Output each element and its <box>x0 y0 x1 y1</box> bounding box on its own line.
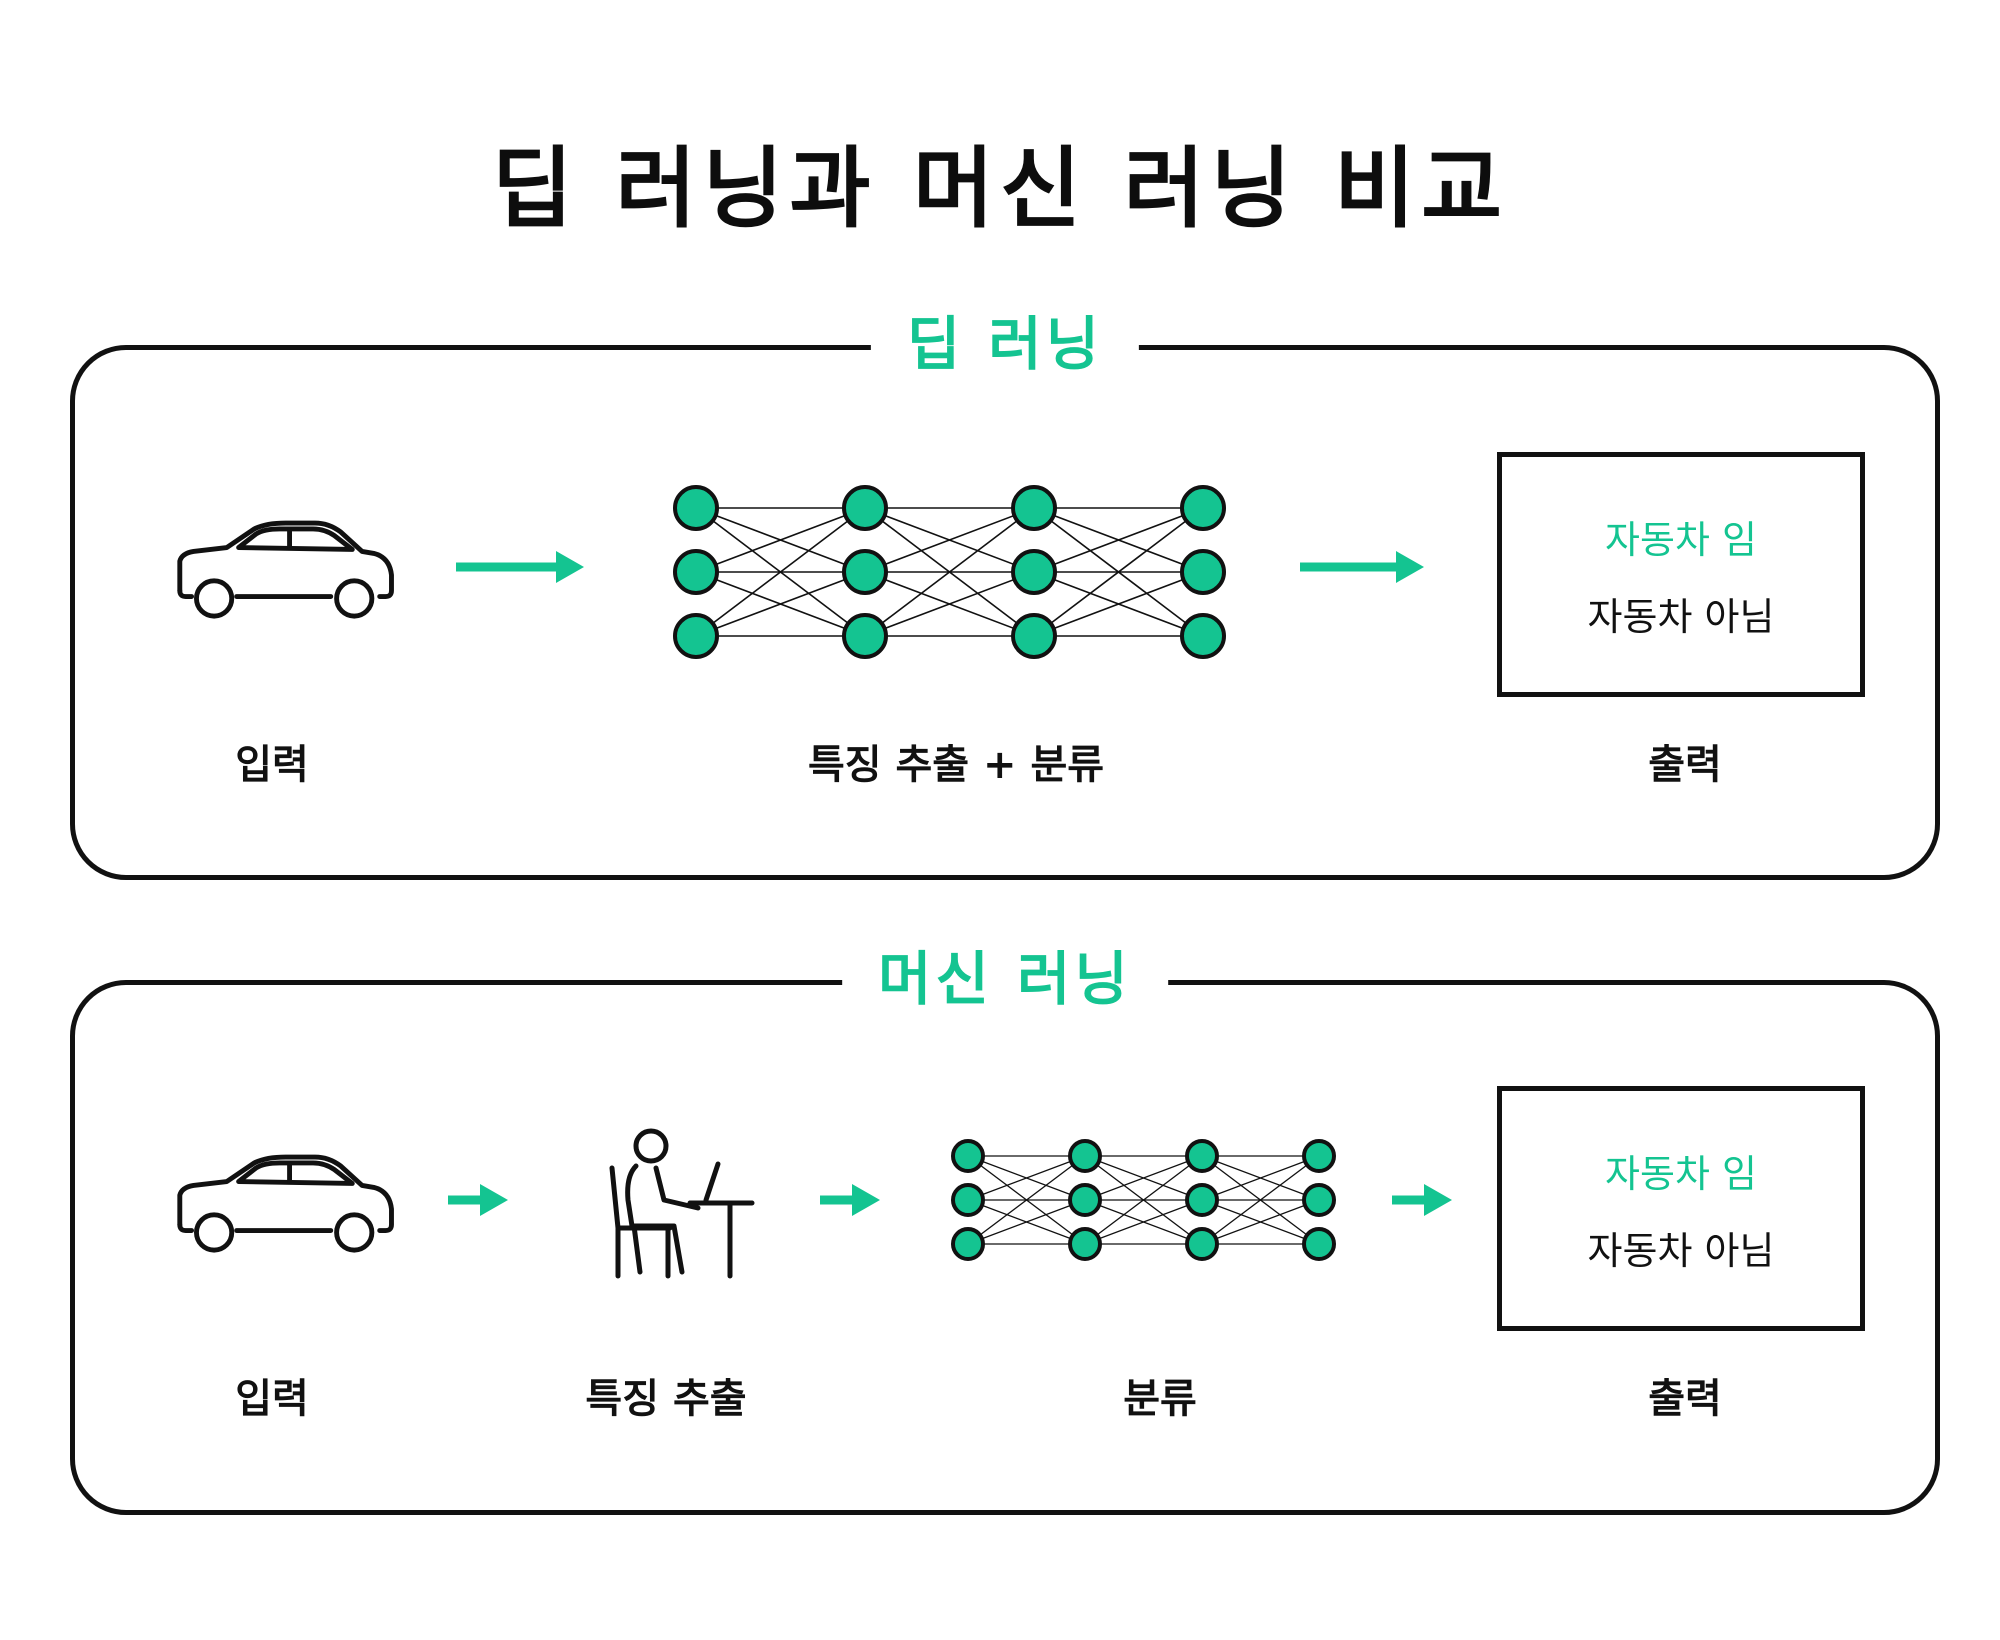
ml-classify-label: 분류 <box>1123 1376 1197 1422</box>
machine-learning-output-box: 자동차 임 자동차 아님 <box>1497 1086 1865 1331</box>
network-connection <box>695 571 866 637</box>
network-connection <box>1201 1155 1320 1201</box>
network-node <box>1185 1139 1219 1173</box>
network-node <box>1068 1183 1102 1217</box>
network-node <box>1180 549 1226 595</box>
network-node <box>673 613 719 659</box>
ml-output-label: 출력 <box>1648 1376 1722 1422</box>
network-node <box>1180 485 1226 531</box>
network-connection <box>967 1155 1086 1201</box>
network-node <box>1185 1183 1219 1217</box>
network-connection <box>1084 1155 1203 1245</box>
network-node <box>951 1183 985 1217</box>
neural-network-icon <box>673 485 1226 659</box>
network-node <box>842 613 888 659</box>
neural-network-icon <box>951 1139 1336 1261</box>
network-connection <box>695 507 866 637</box>
network-node <box>842 549 888 595</box>
network-node <box>1011 549 1057 595</box>
deep-learning-heading: 딥 러닝 <box>870 304 1140 384</box>
network-node <box>1302 1183 1336 1217</box>
machine-learning-heading: 머신 러닝 <box>842 939 1168 1019</box>
network-connection <box>1033 571 1204 637</box>
dl-output-label: 출력 <box>1648 742 1722 788</box>
network-node <box>1180 613 1226 659</box>
network-node <box>1302 1227 1336 1261</box>
network-connection <box>1033 507 1204 637</box>
network-connection <box>864 507 1035 637</box>
network-node <box>1068 1139 1102 1173</box>
arrow-right-icon <box>448 1184 508 1216</box>
ml-input-label: 입력 <box>235 1376 309 1422</box>
network-node <box>1011 485 1057 531</box>
network-node <box>1185 1227 1219 1261</box>
deep-learning-panel: 딥 러닝 <box>70 304 1940 880</box>
network-connection <box>1033 507 1204 573</box>
network-node <box>673 549 719 595</box>
network-connection <box>1084 1199 1203 1245</box>
arrow-right-icon <box>820 1184 880 1216</box>
network-node <box>1302 1139 1336 1173</box>
network-node <box>951 1227 985 1261</box>
car-icon <box>180 523 392 616</box>
output-no-label: 자동차 아님 <box>1587 594 1775 639</box>
network-connection <box>1084 1155 1203 1201</box>
output-yes-label: 자동차 임 <box>1605 1151 1757 1196</box>
network-connection <box>864 571 1035 637</box>
network-connection <box>1201 1199 1320 1245</box>
network-node <box>673 485 719 531</box>
dl-network-label: 특징 추출 + 분류 <box>807 742 1105 788</box>
network-connection <box>1201 1155 1320 1245</box>
network-connection <box>967 1199 1086 1245</box>
network-connection <box>864 507 1035 573</box>
network-node <box>842 485 888 531</box>
machine-learning-panel: 머신 러닝 <box>70 939 1940 1515</box>
arrow-right-icon <box>1392 1184 1452 1216</box>
network-node <box>951 1139 985 1173</box>
car-icon <box>180 1157 392 1250</box>
network-node <box>1068 1227 1102 1261</box>
output-yes-label: 자동차 임 <box>1605 517 1757 562</box>
person-at-desk-icon <box>609 1128 755 1279</box>
output-no-label: 자동차 아님 <box>1587 1228 1775 1273</box>
network-connection <box>695 507 866 573</box>
ml-feature-label: 특징 추출 <box>585 1376 747 1422</box>
network-connection <box>967 1155 1086 1245</box>
network-node <box>1011 613 1057 659</box>
arrow-right-icon <box>456 551 584 583</box>
page-title: 딥 러닝과 머신 러닝 비교 <box>491 137 1509 240</box>
arrow-right-icon <box>1300 551 1424 583</box>
deep-learning-output-box: 자동차 임 자동차 아님 <box>1497 452 1865 697</box>
dl-input-label: 입력 <box>235 742 309 788</box>
